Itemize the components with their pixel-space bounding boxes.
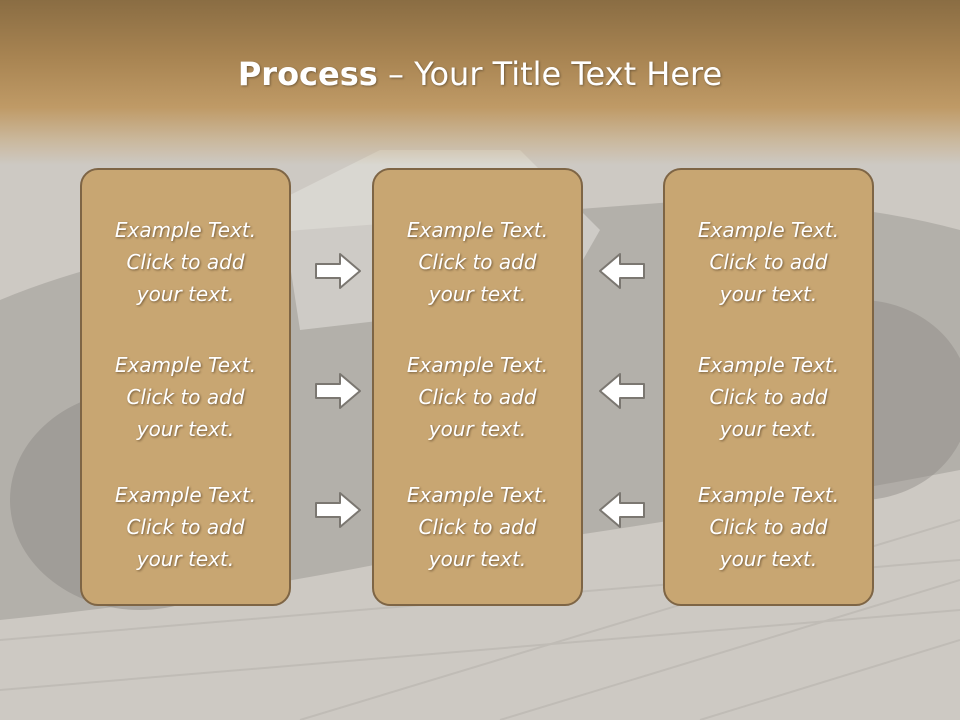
slide-title[interactable]: Process – Your Title Text Here bbox=[0, 55, 960, 93]
text-line: Click to add bbox=[709, 385, 828, 409]
arrow-left-icon[interactable] bbox=[598, 251, 646, 291]
text-line: Example Text. bbox=[114, 483, 257, 507]
text-line: your text. bbox=[428, 282, 527, 306]
title-band bbox=[0, 0, 960, 165]
text-line: Example Text. bbox=[697, 353, 840, 377]
text-line: Example Text. bbox=[697, 483, 840, 507]
text-line: Example Text. bbox=[406, 353, 549, 377]
right-text-box[interactable]: Example Text. Click to add your text. Ex… bbox=[663, 168, 874, 606]
arrow-left-icon[interactable] bbox=[598, 490, 646, 530]
text-line: your text. bbox=[428, 547, 527, 571]
text-line: Click to add bbox=[126, 515, 245, 539]
title-rest: – Your Title Text Here bbox=[377, 55, 723, 93]
text-block[interactable]: Example Text. Click to add your text. bbox=[374, 349, 581, 445]
text-block[interactable]: Example Text. Click to add your text. bbox=[82, 214, 289, 310]
text-block[interactable]: Example Text. Click to add your text. bbox=[665, 349, 872, 445]
text-line: Example Text. bbox=[697, 218, 840, 242]
middle-text-box[interactable]: Example Text. Click to add your text. Ex… bbox=[372, 168, 583, 606]
text-line: Click to add bbox=[418, 515, 537, 539]
text-line: your text. bbox=[428, 417, 527, 441]
text-block[interactable]: Example Text. Click to add your text. bbox=[374, 479, 581, 575]
text-line: Example Text. bbox=[406, 483, 549, 507]
title-bold: Process bbox=[237, 55, 378, 93]
text-line: Click to add bbox=[418, 385, 537, 409]
text-line: Click to add bbox=[126, 250, 245, 274]
text-line: your text. bbox=[719, 282, 818, 306]
text-line: Example Text. bbox=[114, 218, 257, 242]
text-line: your text. bbox=[136, 417, 235, 441]
text-line: your text. bbox=[719, 547, 818, 571]
text-block[interactable]: Example Text. Click to add your text. bbox=[82, 479, 289, 575]
text-line: Example Text. bbox=[406, 218, 549, 242]
text-line: your text. bbox=[136, 282, 235, 306]
text-block[interactable]: Example Text. Click to add your text. bbox=[82, 349, 289, 445]
text-line: Example Text. bbox=[114, 353, 257, 377]
text-line: Click to add bbox=[126, 385, 245, 409]
text-block[interactable]: Example Text. Click to add your text. bbox=[374, 214, 581, 310]
text-line: your text. bbox=[719, 417, 818, 441]
text-block[interactable]: Example Text. Click to add your text. bbox=[665, 214, 872, 310]
text-line: Click to add bbox=[709, 250, 828, 274]
text-line: Click to add bbox=[418, 250, 537, 274]
arrow-right-icon[interactable] bbox=[314, 371, 362, 411]
text-line: Click to add bbox=[709, 515, 828, 539]
text-block[interactable]: Example Text. Click to add your text. bbox=[665, 479, 872, 575]
arrow-right-icon[interactable] bbox=[314, 251, 362, 291]
arrow-left-icon[interactable] bbox=[598, 371, 646, 411]
left-text-box[interactable]: Example Text. Click to add your text. Ex… bbox=[80, 168, 291, 606]
text-line: your text. bbox=[136, 547, 235, 571]
arrow-right-icon[interactable] bbox=[314, 490, 362, 530]
